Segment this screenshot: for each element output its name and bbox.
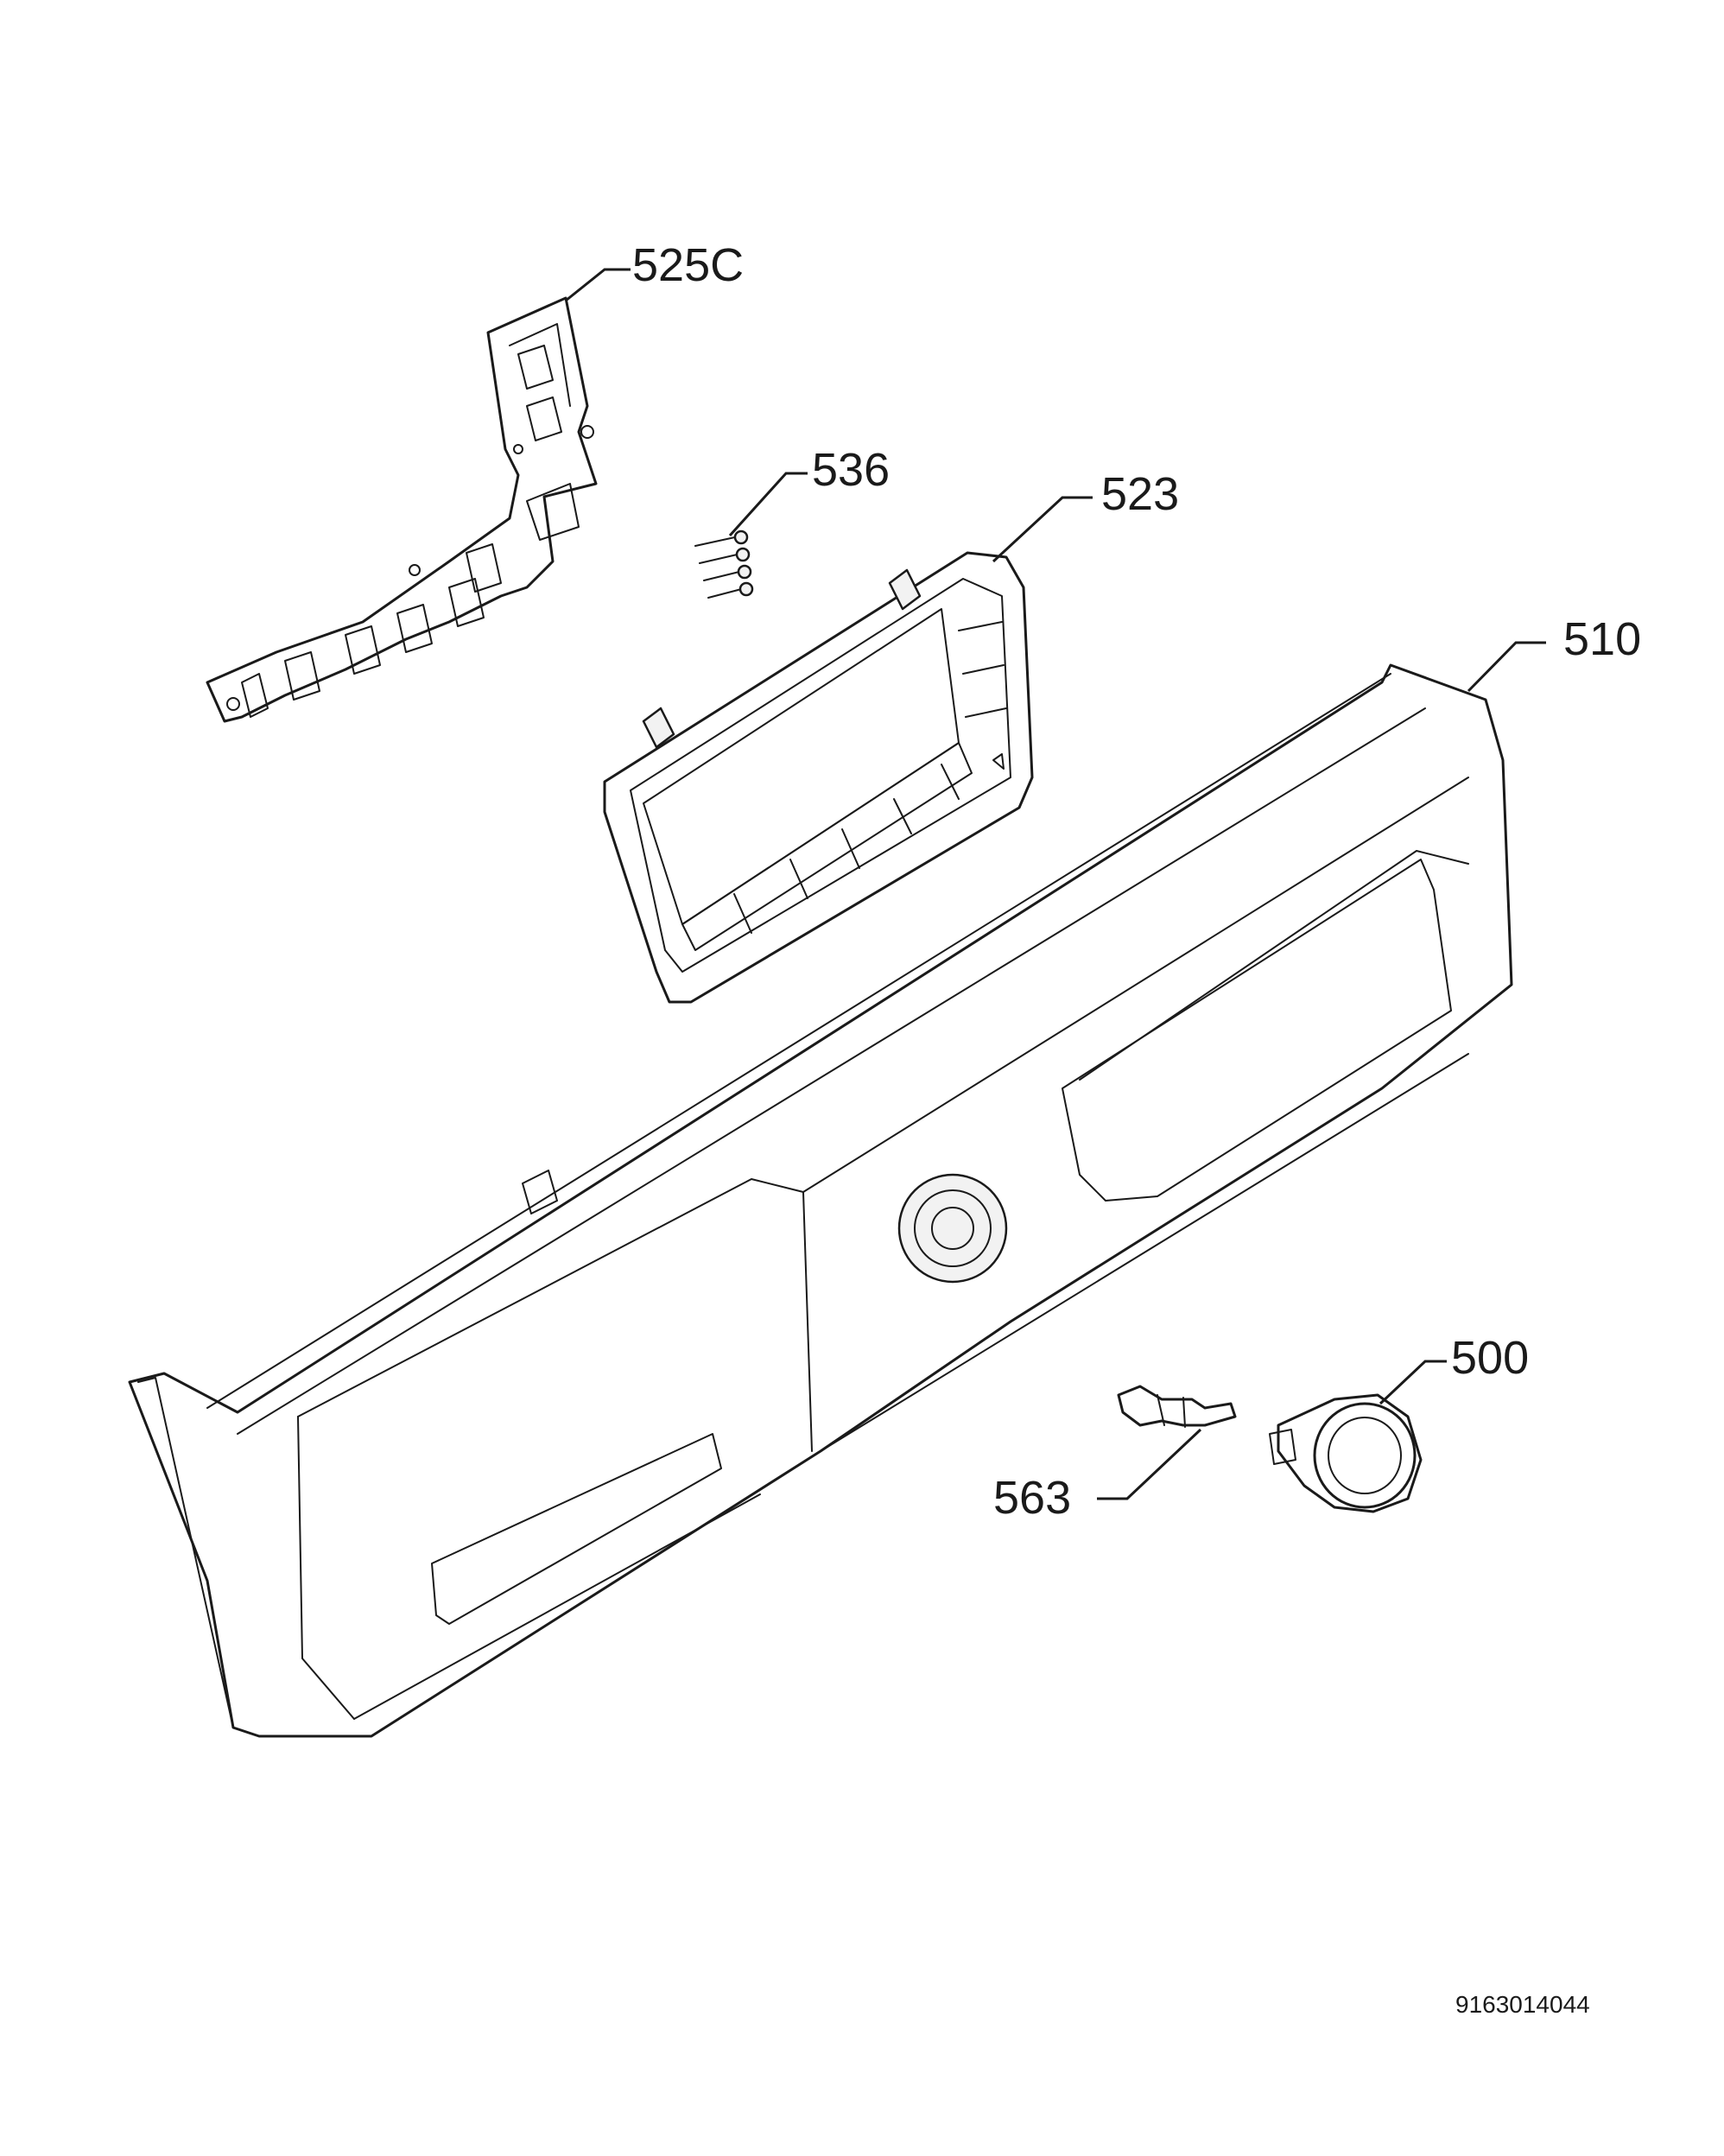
callout-500: 500 [1451,1332,1529,1384]
part-510-control-panel [128,663,1513,1738]
leader-536 [728,472,808,537]
leader-525c [565,268,631,302]
document-number: 9163014044 [1455,1991,1590,2018]
part-536-light-pipe [694,529,754,599]
leader-500 [1379,1360,1447,1405]
leader-563 [1097,1428,1202,1500]
leader-510 [1467,641,1546,693]
callout-525c: 525C [632,239,744,291]
callout-563: 563 [993,1472,1071,1524]
callout-510: 510 [1563,613,1641,665]
part-525c-board-bracket [206,296,598,723]
part-500-knob [1269,1393,1423,1513]
leader-523 [992,496,1093,563]
part-563-shaft [1117,1385,1237,1428]
callout-523: 523 [1101,468,1179,520]
part-523-display-frame [603,551,1034,1004]
callout-536: 536 [812,444,890,496]
